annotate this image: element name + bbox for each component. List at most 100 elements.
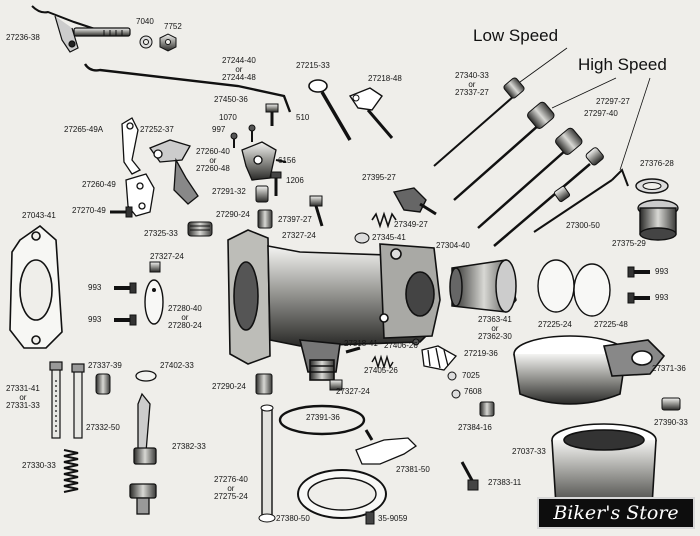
- flange-gasket-27043: [9, 224, 63, 349]
- bowl-gasket-27391: [278, 404, 366, 436]
- part-label-6156: 6156: [278, 156, 296, 165]
- part-label-27405-26: 27405-26: [364, 366, 398, 375]
- part-label-27276-40: 27276-40 or 27275-24: [214, 475, 248, 501]
- part-label-27391-36: 27391-36: [306, 413, 340, 422]
- low-speed-needle: [433, 77, 525, 167]
- low-speed-heading: Low Speed: [473, 26, 559, 45]
- part-label-27280-40: 27280-40 or 27280-24: [168, 304, 202, 330]
- part-label-35-9059: 35-9059: [378, 514, 408, 523]
- jet-27384: [479, 401, 495, 417]
- washer-7025: [447, 371, 457, 381]
- part-label-27337-39: 27337-39: [88, 361, 122, 370]
- part-label-7025: 7025: [462, 371, 480, 380]
- part-label-27376-28: 27376-28: [640, 159, 674, 168]
- plug-27327-b: [149, 261, 161, 273]
- bikers-store-watermark: Biker's Store: [537, 497, 695, 529]
- float-27380: [297, 469, 387, 519]
- lever-27252: [148, 139, 199, 205]
- part-label-27265-49a: 27265-49A: [64, 125, 104, 134]
- bushing-27327-c: [329, 379, 343, 391]
- screw-27450: [265, 103, 279, 126]
- screw-27270: [110, 206, 133, 218]
- part-label-993-b: 993: [88, 315, 102, 324]
- part-label-27375-29: 27375-29: [612, 239, 646, 248]
- bushing-27290-b: [255, 373, 273, 395]
- part-label-27244: 27244-40 or 27244-48: [222, 56, 256, 82]
- screw-1070: [248, 124, 256, 142]
- part-label-27225-48: 27225-48: [594, 320, 628, 329]
- high-speed-needle-27297-27: [453, 101, 555, 201]
- part-label-27330-33: 27330-33: [22, 461, 56, 470]
- part-label-27345-41: 27345-41: [372, 233, 406, 242]
- part-label-997: 997: [212, 125, 226, 134]
- part-label-27380-50: 27380-50: [276, 514, 310, 523]
- part-label-27300-50: 27300-50: [566, 221, 600, 230]
- part-label-1206: 1206: [286, 176, 304, 185]
- washer-7608: [451, 389, 461, 399]
- float-bowl-top-27371: [513, 335, 666, 405]
- part-label-27382-33: 27382-33: [172, 442, 206, 451]
- throttle-arm-27265: [121, 117, 142, 175]
- needle-valve-27382: [129, 392, 157, 515]
- part-label-27332-50: 27332-50: [86, 423, 120, 432]
- pin-27215: [308, 79, 352, 141]
- spring-27349: [371, 211, 397, 229]
- nozzle-27331: [49, 361, 63, 439]
- part-label-993-c: 993: [655, 267, 669, 276]
- part-label-7752: 7752: [164, 22, 182, 31]
- needle-27304: [493, 147, 604, 247]
- part-label-27043-41: 27043-41: [22, 211, 56, 220]
- part-label-27297-27: 27297-27: [596, 97, 630, 106]
- part-label-27260-49: 27260-49: [82, 180, 116, 189]
- nut-7752: [159, 33, 177, 52]
- screw-27318: [345, 346, 361, 354]
- nozzle-27332: [71, 363, 85, 439]
- part-label-27327-24-a: 27327-24: [282, 231, 316, 240]
- venturi-27363: [449, 259, 517, 313]
- part-label-27371-36: 27371-36: [652, 364, 686, 373]
- part-label-27304-40: 27304-40: [436, 241, 470, 250]
- screw-993-a: [114, 282, 137, 294]
- part-label-27291-32: 27291-32: [212, 187, 246, 196]
- throttle-disc-27225-24: [537, 259, 575, 313]
- part-label-7608: 7608: [464, 387, 482, 396]
- part-label-27215-33: 27215-33: [296, 61, 330, 70]
- high-speed-needle-27297-40: [477, 127, 583, 229]
- throttle-rod-27244: [83, 63, 292, 113]
- part-label-27383-11: 27383-11: [488, 478, 522, 487]
- float-bowl-27037: [551, 423, 657, 517]
- part-label-27349-27: 27349-27: [394, 220, 428, 229]
- bushing-27290-a: [257, 209, 273, 229]
- part-label-27331-41: 27331-41 or 27331-33: [6, 384, 40, 410]
- washer-7040: [139, 35, 153, 49]
- part-label-510: 510: [296, 113, 310, 122]
- washer-27406: [412, 338, 420, 346]
- part-label-27327-24-c: 27327-24: [336, 387, 370, 396]
- needle-27300: [533, 168, 629, 233]
- fulcrum-27219: [421, 345, 458, 371]
- part-label-27290-24-a: 27290-24: [216, 210, 250, 219]
- washer-27376: [635, 178, 669, 194]
- part-label-27397-27: 27397-27: [278, 215, 312, 224]
- leader-low-speed: [519, 47, 568, 83]
- part-label-27363-41: 27363-41 or 27362-30: [478, 315, 512, 341]
- part-label-27318-41: 27318-41: [344, 339, 378, 348]
- part-label-1070: 1070: [219, 113, 237, 122]
- spring-27291: [255, 185, 269, 203]
- plug-27390: [661, 397, 681, 411]
- screw-35-9059: [365, 511, 375, 525]
- part-label-993-d: 993: [655, 293, 669, 302]
- plug-27325: [187, 221, 213, 237]
- screw-27383: [460, 461, 479, 491]
- throttle-lever-27236: [31, 5, 131, 53]
- screw-993-c: [627, 266, 650, 278]
- screw-27397: [309, 195, 324, 227]
- spring-27405: [371, 354, 394, 370]
- spring-27330: [63, 449, 79, 493]
- high-speed-heading: High Speed: [578, 55, 667, 74]
- part-label-27252-37: 27252-37: [140, 125, 174, 134]
- leader-high-speed-b: [619, 77, 651, 171]
- part-label-27327-24-b: 27327-24: [150, 252, 184, 261]
- part-label-27406-26: 27406-26: [384, 341, 418, 350]
- part-label-27325-33: 27325-33: [144, 229, 178, 238]
